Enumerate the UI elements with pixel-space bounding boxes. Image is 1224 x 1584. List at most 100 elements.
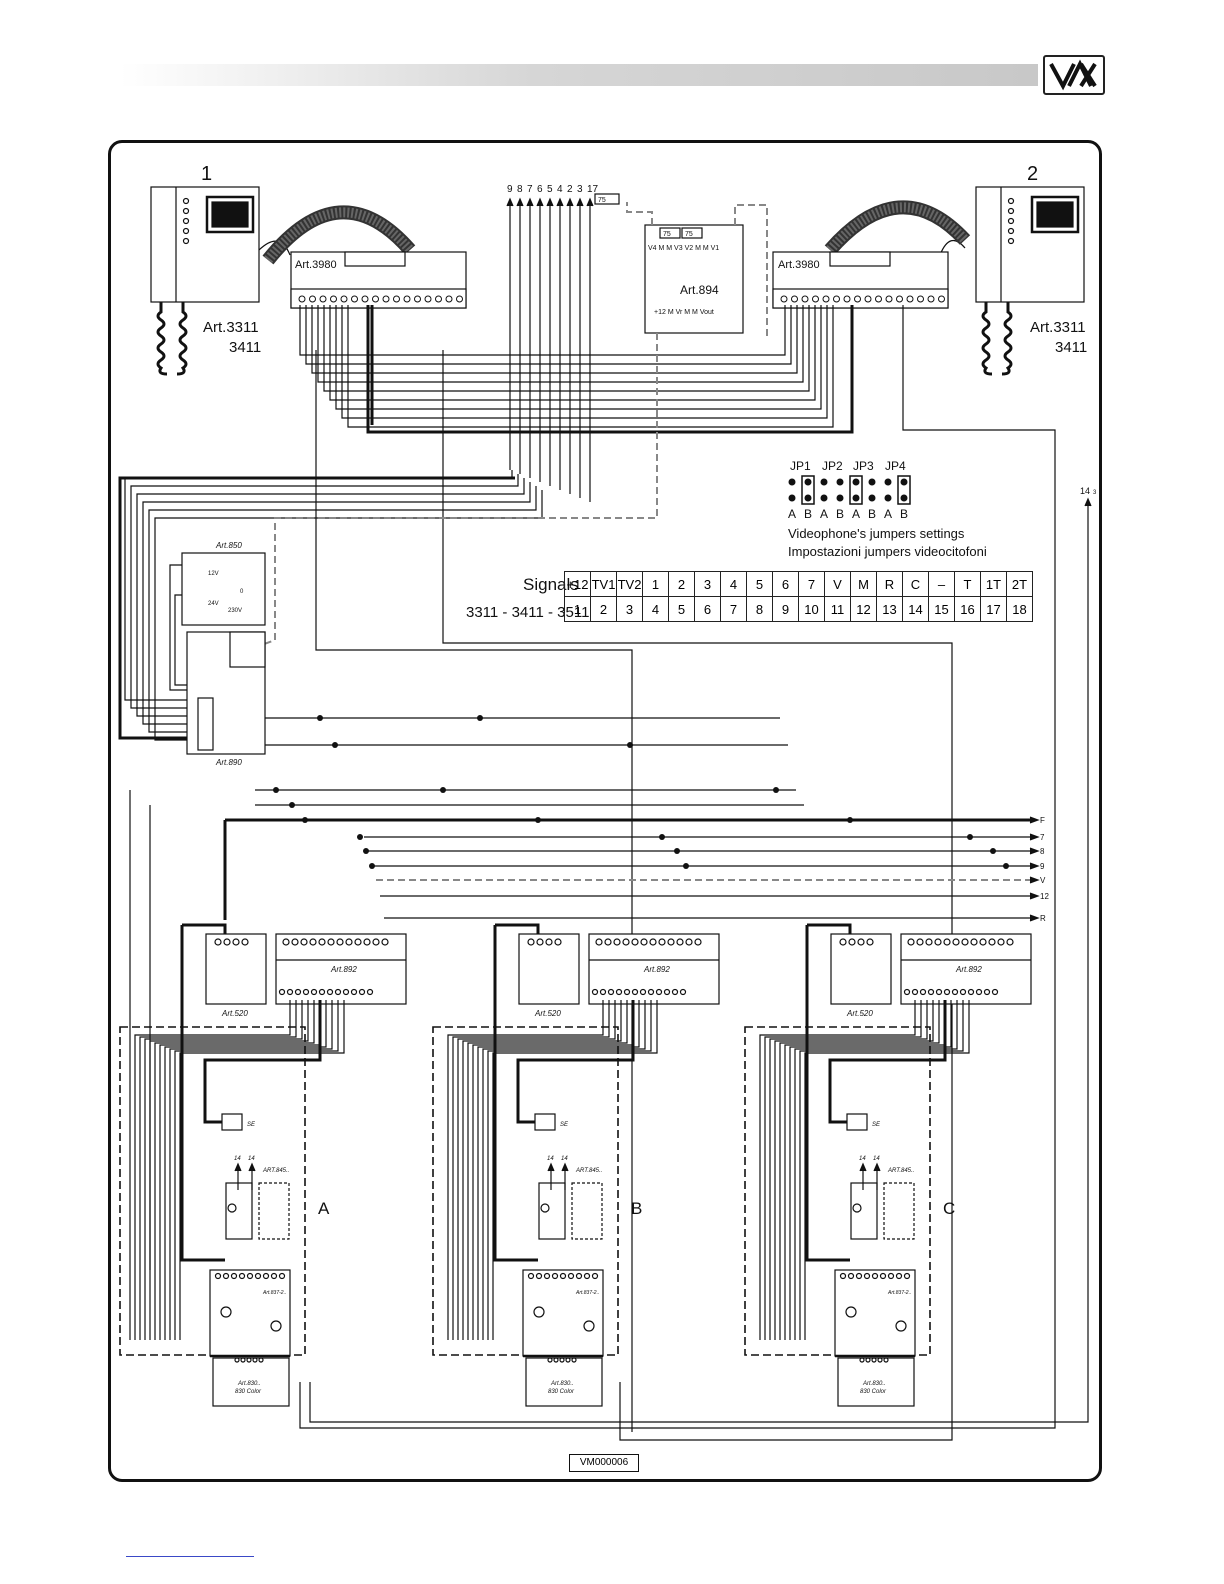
se-label: SE	[247, 1122, 256, 1128]
signal-number-cell: 11	[824, 596, 851, 622]
psu-12v: 12V	[208, 571, 219, 577]
jumpers-caption-en: Videophone's jumpers settings	[788, 526, 965, 541]
junction-dot	[317, 715, 323, 721]
fourteen-label-b: 14	[248, 1156, 255, 1162]
wire	[130, 474, 519, 709]
signal-number-cell: 17	[980, 596, 1007, 622]
wire	[299, 305, 1056, 1429]
monitor-2-art2: 3411	[1055, 339, 1087, 356]
right-terminal-label: V	[1040, 876, 1046, 885]
jumper-cap	[801, 475, 815, 505]
top-terminal-label: 7	[527, 184, 533, 195]
psu-24v: 24V	[208, 601, 219, 607]
signal-number-cell: 2	[590, 596, 617, 622]
monitor-2-art: Art.3311	[1030, 319, 1086, 336]
wire	[317, 305, 804, 383]
top-terminal-label: 5	[547, 184, 553, 195]
junction-dot	[332, 742, 338, 748]
terminal-dot	[309, 295, 316, 303]
arrow-head	[516, 197, 524, 207]
right-terminal-label: 8	[1040, 847, 1045, 856]
arrow-head	[556, 197, 564, 207]
art837-label: Art.837-2..	[575, 1290, 599, 1296]
top-terminal-label: 6	[537, 184, 543, 195]
signal-name-cell: V	[824, 571, 851, 597]
jumpers-caption-it: Impostazioni jumpers videocitofoni	[788, 544, 987, 559]
terminal-dot	[403, 295, 411, 303]
terminal-dot	[833, 295, 840, 303]
junction-dot	[967, 834, 973, 840]
junction-dot	[659, 834, 665, 840]
jumper-pin-label: A	[852, 507, 860, 521]
terminal-dot	[801, 295, 809, 303]
signal-number-cell: 12	[850, 596, 877, 622]
top-terminal-label: 8	[517, 184, 523, 195]
arrow-head	[536, 197, 544, 207]
signal-name-cell: 5	[746, 571, 773, 597]
side-14-sub: 3	[1093, 490, 1097, 496]
signal-number-cell: 18	[1006, 596, 1033, 622]
signal-number-cell: 14	[902, 596, 929, 622]
jumper-pin	[852, 494, 860, 502]
arrow-head	[1029, 862, 1040, 870]
jumper-pin	[820, 494, 828, 502]
art845-label: ART.845..	[575, 1168, 602, 1174]
junction-dot	[369, 863, 375, 869]
jumper-pin-label: A	[820, 507, 828, 521]
terminal-dot	[445, 295, 453, 303]
jp3-label: JP3	[853, 459, 874, 473]
right-terminal-label: R	[1040, 914, 1046, 923]
jumper-pin	[820, 478, 828, 486]
jumper-pin	[884, 494, 892, 502]
signal-name-cell: 2T	[1006, 571, 1033, 597]
jp4-label: JP4	[885, 459, 906, 473]
art894-top-terminals: V4 M M V3 V2 M M V1	[648, 245, 719, 252]
wire	[329, 305, 816, 401]
junction-dot	[1003, 863, 1009, 869]
signal-number-cell: 8	[746, 596, 773, 622]
jumper-pin-label: A	[884, 507, 892, 521]
junction-dot	[302, 817, 308, 823]
res-75-a: 75	[663, 231, 671, 238]
monitor-1-art: Art.3311	[203, 319, 259, 336]
res-75-c: 75	[598, 197, 606, 204]
apartment-block	[432, 923, 720, 1407]
right-terminal-label: 7	[1040, 833, 1045, 842]
arrow-head	[566, 197, 574, 207]
junction-dot	[289, 802, 295, 808]
art837-label: Art.837-2..	[887, 1290, 911, 1296]
terminal-dot	[812, 295, 819, 303]
terminal-dot	[854, 295, 861, 303]
wire	[347, 305, 834, 428]
junction-dot	[357, 834, 363, 840]
jumper-pin-label: B	[868, 507, 876, 521]
signal-number-cell: 10	[798, 596, 825, 622]
jp2-label: JP2	[822, 459, 843, 473]
terminal-dot	[896, 295, 903, 303]
side-14-label: 14	[1080, 486, 1090, 496]
signal-name-cell: M	[850, 571, 877, 597]
monitor-1-number: 1	[201, 163, 212, 185]
terminal-dot	[330, 295, 337, 303]
signal-number-cell: 9	[772, 596, 799, 622]
signal-name-cell: 7	[798, 571, 825, 597]
top-terminal-label: 3	[577, 184, 583, 195]
wire	[323, 305, 810, 392]
jumper-pin	[884, 478, 892, 486]
terminal-dot	[393, 295, 400, 303]
diagram-code: VM000006	[569, 1454, 639, 1472]
arrow-head	[506, 197, 514, 207]
terminal-dot	[361, 295, 369, 303]
signal-number-cell: 4	[642, 596, 669, 622]
top-terminal-label: 17	[587, 184, 599, 195]
wire	[142, 482, 531, 725]
signal-name-cell: 6	[772, 571, 799, 597]
signal-name-cell: T	[954, 571, 981, 597]
signal-name-cell: R	[876, 571, 903, 597]
jumper-pin-label: A	[788, 507, 796, 521]
fourteen-label-b: 14	[561, 1156, 568, 1162]
terminal-dot	[917, 295, 924, 303]
junction-dot	[683, 863, 689, 869]
